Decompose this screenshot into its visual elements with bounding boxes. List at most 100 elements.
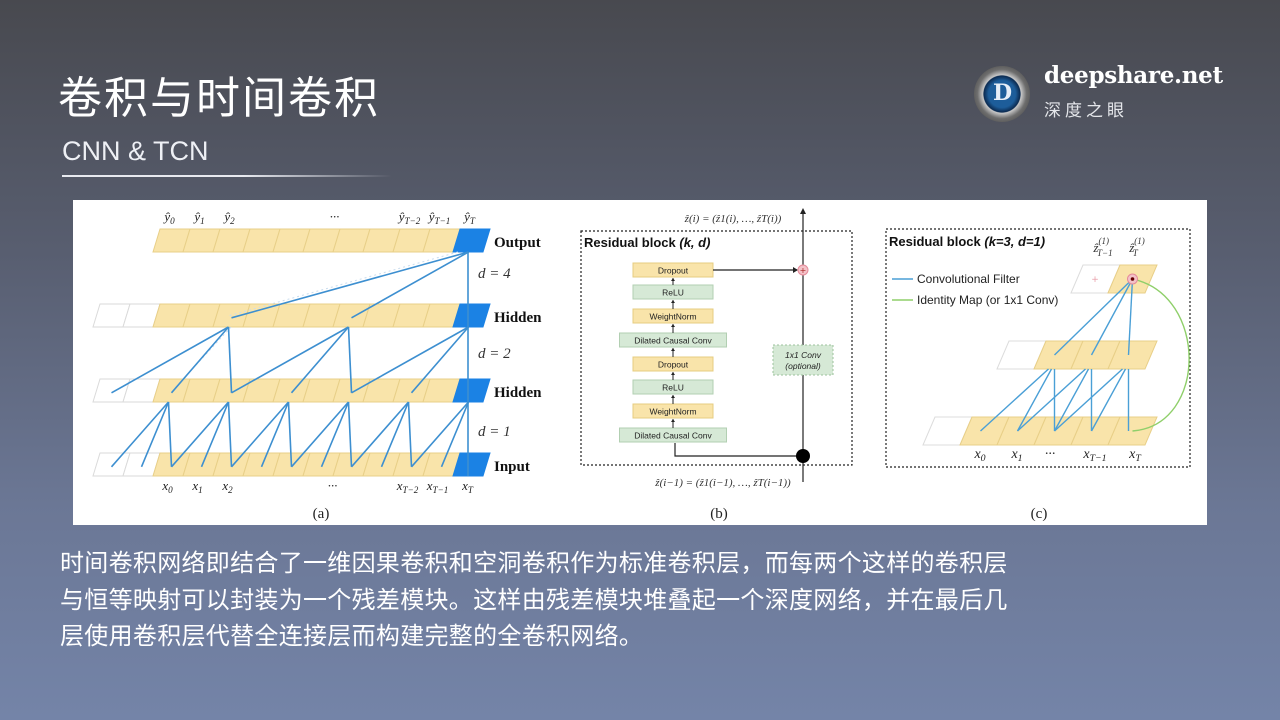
input-label: xT−1: [426, 478, 449, 495]
residual-block-border: [580, 230, 853, 466]
dilation-label: d = 4: [478, 266, 511, 282]
input-equation: ẑ(i−1) = (ẑ1(i−1), …, ẑT(i−1)): [654, 477, 791, 489]
filter-connection: [231, 251, 469, 319]
filter-connection: [170, 326, 230, 394]
filter-connection: [230, 401, 290, 468]
active-cell: [452, 378, 491, 403]
filter-connection: [1054, 278, 1133, 356]
layer-label: Output: [494, 235, 541, 251]
arrow-head: [793, 267, 798, 273]
layer-block-label: WeightNorm: [649, 407, 696, 417]
output-label: ŷT−1: [427, 209, 451, 226]
slide-subtitle: CNN & TCN: [62, 136, 209, 166]
legend-label: Identity Map (or 1x1 Conv): [917, 293, 1058, 307]
filter-connection: [1090, 278, 1134, 356]
filter-connection: [980, 368, 1049, 432]
body-line: 层使用卷积层代替全连接层而构建完整的全卷积网络。: [60, 622, 644, 650]
layer-label: Hidden: [494, 385, 542, 401]
filter-connection: [347, 401, 353, 467]
dilation-label: d = 1: [478, 424, 511, 440]
body-line: 时间卷积网络即结合了一维因果卷积和空洞卷积作为标准卷积层，而每两个这样的卷积层: [60, 549, 1008, 577]
panel-caption: (b): [710, 506, 728, 522]
layer-label: Input: [494, 459, 530, 475]
panel-caption: (a): [313, 506, 330, 522]
logo-tagline: 深度之眼: [1044, 101, 1128, 121]
filter-connection: [227, 401, 233, 467]
filter-connection: [1016, 368, 1053, 432]
filter-connection: [320, 401, 350, 468]
arrow-head: [671, 372, 675, 375]
input-label: xT−2: [396, 478, 419, 495]
layer-label: Hidden: [494, 310, 542, 326]
plus-icon: +: [1091, 275, 1099, 285]
filter-connection: [1054, 368, 1123, 432]
arrow-head: [671, 419, 675, 422]
body-paragraph: 时间卷积网络即结合了一维因果卷积和空洞卷积作为标准卷积层，而每两个这样的卷积层 …: [60, 545, 1230, 655]
input-label: x0: [973, 447, 985, 464]
filter-connection: [1053, 368, 1090, 432]
branch-point: [796, 449, 810, 463]
layer-block-label: Dilated Causal Conv: [634, 336, 712, 346]
filter-connection: [440, 401, 470, 468]
skip-conv-box: [772, 344, 834, 376]
arrow-head: [800, 208, 806, 214]
skip-conv-label: 1x1 Conv: [785, 350, 822, 360]
arrow-head: [671, 348, 675, 351]
brand-logo: D deepshare.net 深度之眼: [974, 62, 1223, 126]
layer-block-label: WeightNorm: [649, 312, 696, 322]
filter-connection: [290, 401, 350, 468]
input-label: ···: [328, 478, 338, 493]
input-label: xT−1: [1082, 447, 1106, 464]
input-label: x2: [221, 478, 233, 495]
filter-connection: [351, 251, 469, 319]
filter-connection: [380, 401, 410, 468]
output-label: ŷT: [462, 209, 476, 226]
output-label: ŷ0: [162, 209, 175, 226]
logo-letter: D: [993, 80, 1013, 106]
block-title: Residual block (k, d): [584, 235, 710, 250]
output-label: ẑ(1)T−1: [1092, 236, 1112, 258]
legend-label: Convolutional Filter: [917, 272, 1020, 286]
input-label: x1: [1010, 447, 1022, 464]
arrow-head: [671, 278, 675, 281]
block-title: Residual block (k=3, d=1): [889, 234, 1045, 249]
filter-connection: [110, 401, 170, 468]
input-label: xT: [461, 478, 474, 495]
input-path: [674, 443, 803, 457]
filter-connection: [1017, 368, 1086, 432]
output-label: ŷT−2: [397, 209, 421, 226]
output-label: ŷ2: [222, 209, 235, 226]
filter-connection: [200, 401, 230, 468]
layer-block-label: Dropout: [658, 266, 689, 276]
filter-connection: [167, 401, 173, 467]
layer-block-label: Dilated Causal Conv: [634, 431, 712, 441]
arrow-head: [671, 324, 675, 327]
arrow-head: [671, 300, 675, 303]
arrow-head: [671, 395, 675, 398]
active-cell: [452, 228, 491, 253]
filter-connection: [170, 401, 230, 468]
layer-block-label: Dropout: [658, 360, 689, 370]
active-cell: [452, 303, 491, 328]
filter-connection: [410, 401, 470, 468]
input-label: ···: [1045, 447, 1056, 462]
filter-connection: [231, 326, 349, 394]
residual-add-icon: [797, 264, 809, 276]
eye-logo-icon: D: [974, 66, 1030, 122]
output-equation: ẑ(i) = (ẑ1(i), …, ẑT(i)): [684, 213, 782, 225]
title-divider: [62, 175, 392, 177]
sequence-cell: [1107, 340, 1158, 370]
filter-connection: [410, 326, 470, 394]
filter-connection: [287, 401, 293, 467]
plus-icon: +: [800, 266, 807, 275]
input-label: x0: [161, 478, 173, 495]
filter-connection: [350, 401, 410, 468]
active-cell: [452, 452, 491, 477]
filter-connection: [111, 326, 229, 394]
body-line: 与恒等映射可以封装为一个残差模块。这样由残差模块堆叠起一个深度网络，并在最后几: [60, 585, 1008, 614]
logo-name: deepshare.net: [1044, 62, 1223, 89]
layer-block-label: ReLU: [662, 383, 684, 393]
